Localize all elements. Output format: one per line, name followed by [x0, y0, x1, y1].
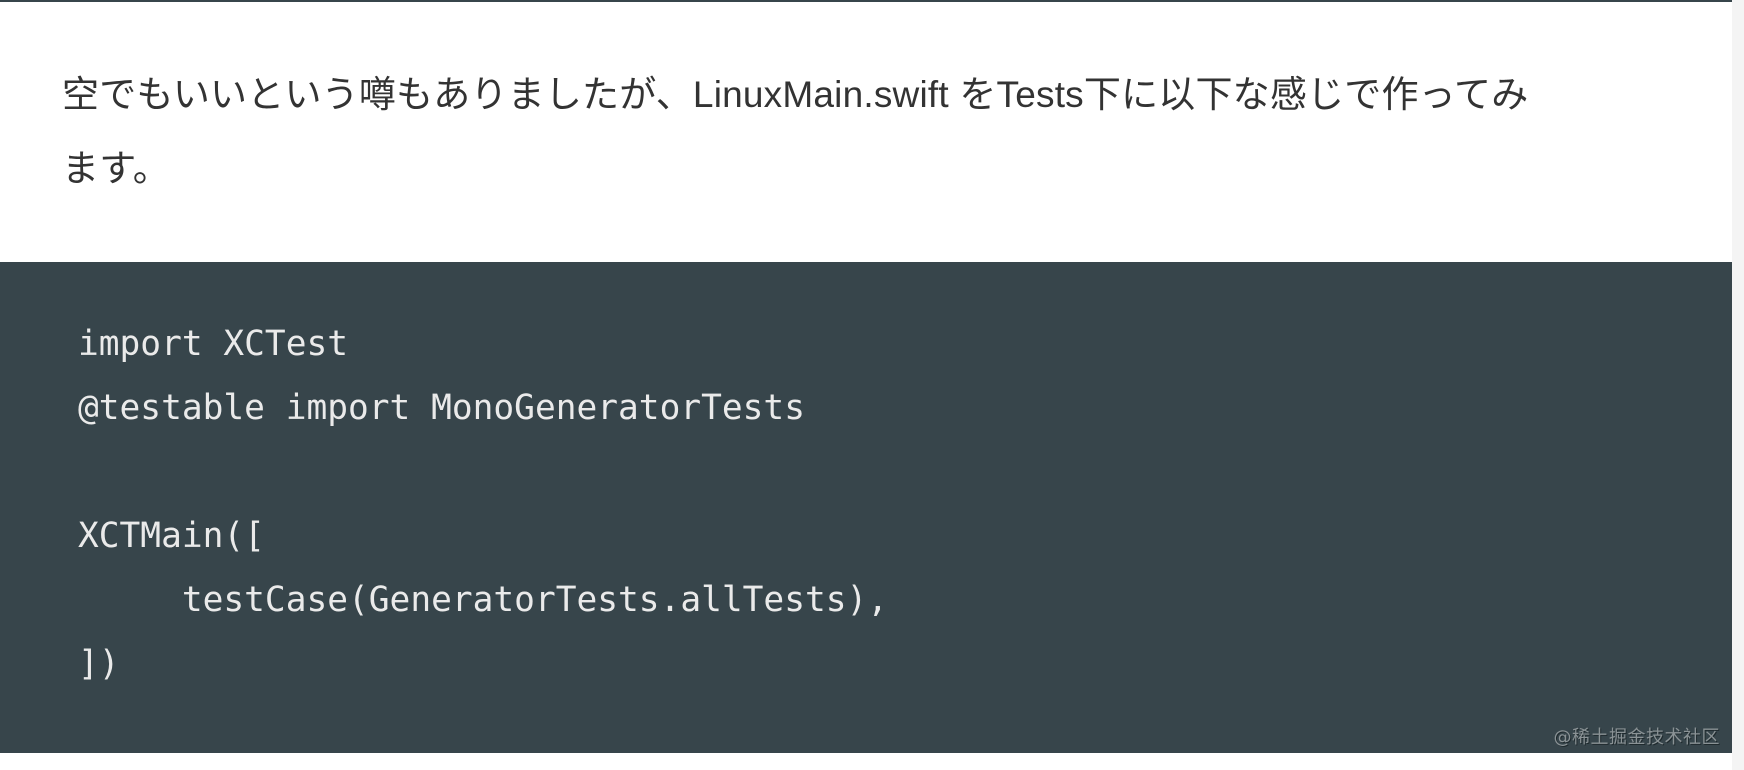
paragraph-line-2: ます。	[62, 148, 170, 189]
scrollbar-track[interactable]	[1732, 0, 1744, 770]
code-line-6: ])	[78, 644, 120, 684]
article-paragraph: 空でもいいという噂もありましたが、LinuxMain.swift をTests下…	[62, 58, 1662, 206]
watermark: @稀土掘金技术社区	[1553, 727, 1720, 748]
code-line-1: import XCTest	[78, 324, 349, 364]
code-line-5: testCase(GeneratorTests.allTests),	[78, 580, 889, 620]
code-content[interactable]: import XCTest @testable import MonoGenera…	[78, 312, 888, 696]
paragraph-line-1: 空でもいいという噂もありましたが、LinuxMain.swift をTests下…	[62, 74, 1529, 115]
code-line-2: @testable import MonoGeneratorTests	[78, 388, 805, 428]
code-block[interactable]: import XCTest @testable import MonoGenera…	[0, 262, 1732, 753]
code-line-4: XCTMain([	[78, 516, 265, 556]
top-divider	[0, 0, 1732, 2]
code-line-3	[78, 440, 888, 504]
